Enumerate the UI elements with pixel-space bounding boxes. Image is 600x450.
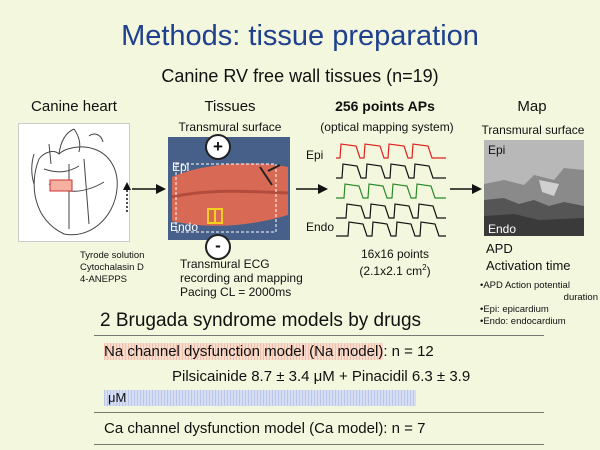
dotted-arrow [123,182,131,212]
footnote: •Endo: endocardium [480,316,566,327]
ecg-minus-electrode: - [205,234,231,260]
map-output-activation: Activation time [486,258,571,273]
tissue-note: Transmural ECG [180,257,270,271]
map-sublabel: Transmural surface [481,123,585,137]
page-subtitle: Canine RV free wall tissues (n=19) [161,66,439,86]
apd-map [484,140,584,236]
aps-endo-label: Endo [306,220,335,234]
solution-item: Tyrode solution [80,250,145,261]
aps-area-sup: 2 [422,263,427,272]
footnote: •Epi: epicardium [480,304,549,315]
heart-heading: Canine heart [31,98,117,115]
map-output-labels: APD Activation time [486,240,571,274]
aps-epi-label: Epi [306,148,324,162]
map-heading: Map [517,98,547,115]
ap-traces [336,143,446,237]
arrow-heart-to-tissue [132,184,166,194]
footnote: •APD Action potential [480,280,570,291]
tissues-heading: Tissues [204,98,256,115]
map-endo-label: Endo [488,222,517,236]
arrow-aps-to-map [450,184,482,194]
aps-points: 16x16 points [360,247,430,261]
solution-item: 4-ANEPPS [80,274,127,285]
aps-area-close: ) [426,264,431,278]
heart-illustration [18,123,130,242]
ap-row [336,163,446,179]
map-epi-label: Epi [488,143,506,157]
na-model-highlight: Na channel dysfunction model (Na model) [104,343,384,360]
ca-model-line: Ca channel dysfunction model (Ca model):… [104,420,426,437]
ap-row [336,203,446,219]
tissue-cut-region [49,179,73,192]
footnote: duration [563,292,598,303]
map-drawing [484,140,584,236]
arrow-tissue-to-aps [296,184,328,194]
map-output-apd: APD [486,241,513,256]
ecg-plus-electrode: + [205,134,231,160]
tissues-sublabel: Transmural surface [178,120,282,134]
map-footnotes: •APD Action potential duration •Epi: epi… [480,280,598,328]
tissue-endo-label: Endo [170,220,199,234]
aps-area: (2.1x2.1 cm2) [345,263,445,278]
na-unit-line: μM [104,390,416,406]
models-heading: 2 Brugada syndrome models by drugs [100,310,422,331]
tissue-epi-label: Epi [172,160,190,174]
divider [94,335,544,336]
ap-row [336,221,446,237]
divider [94,444,544,445]
heart-solution-list: Tyrode solution Cytochalasin D 4-ANEPPS [80,250,170,286]
solution-item: Cytochalasin D [80,262,144,273]
ap-row [336,183,446,199]
na-model-line: Na channel dysfunction model (Na model):… [104,343,434,360]
tissue-note: recording and mapping [180,271,303,285]
na-drugs-line: Pilsicainide 8.7 ± 3.4 μM + Pinacidil 6.… [172,368,471,385]
aps-sublabel: (optical mapping system) [320,120,454,134]
tissue-notes: Transmural ECG recording and mapping Pac… [180,257,320,299]
tissue-drawing [168,137,290,240]
na-model-count: : n = 12 [383,343,434,360]
page-title: Methods: tissue preparation [121,20,479,52]
aps-area-main: (2.1x2.1 cm [359,264,423,278]
heart-drawing [31,128,118,236]
tissue-note: Pacing CL = 2000ms [180,285,292,299]
divider [94,412,544,413]
na-unit: μM [108,390,127,405]
tissue-photo [168,137,290,240]
aps-heading: 256 points APs [335,98,435,114]
ap-row [336,143,446,159]
